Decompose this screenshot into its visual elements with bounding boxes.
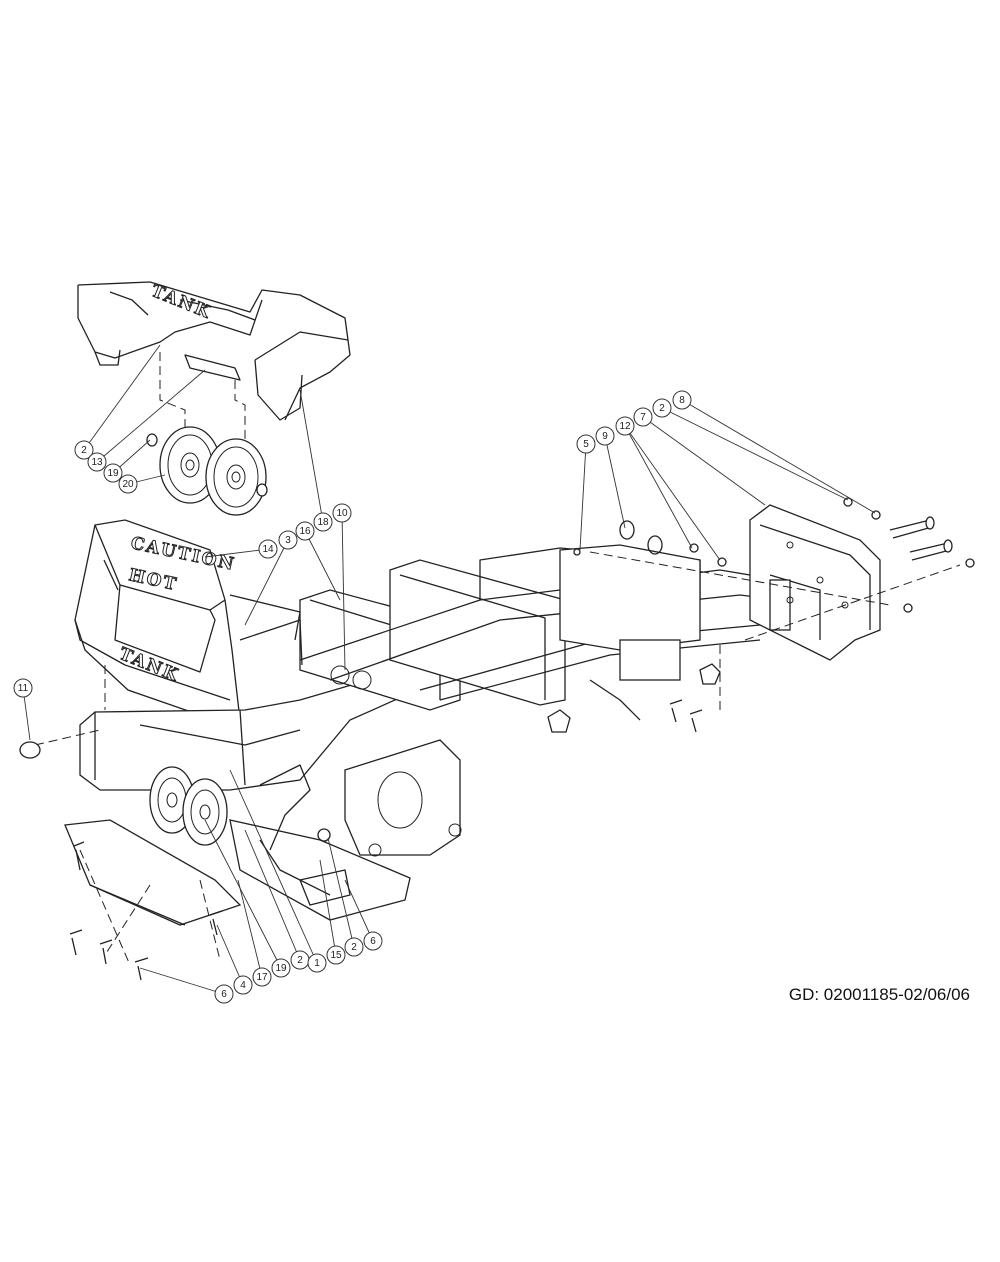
callout-label: 11 [18, 683, 29, 694]
callout-c-5: 5 [576, 434, 596, 454]
callout-label: 6 [370, 936, 376, 947]
callout-label: 17 [256, 972, 268, 983]
callout-label: 15 [330, 950, 342, 961]
callout-label: 16 [299, 526, 311, 537]
callout-c-14: 14 [258, 539, 278, 559]
callout-label: 14 [262, 544, 274, 555]
callout-label: 20 [122, 479, 134, 490]
callout-c-2-lower-right: 2 [344, 937, 364, 957]
callout-c-7: 7 [633, 407, 653, 427]
callout-c-12: 12 [615, 416, 635, 436]
callout-c-4: 4 [233, 975, 253, 995]
callout-label: 4 [240, 980, 246, 991]
callout-label: 10 [336, 508, 348, 519]
bolts [19, 699, 703, 981]
callout-label: 2 [659, 403, 665, 414]
callout-c-6-bottom: 6 [214, 984, 234, 1004]
callout-label: 2 [81, 445, 87, 456]
callout-c-16: 16 [295, 521, 315, 541]
callout-c-13: 13 [87, 452, 107, 472]
callout-label: 5 [583, 439, 589, 450]
callout-label: 2 [297, 955, 303, 966]
callout-label: 3 [285, 535, 291, 546]
callout-c-11: 11 [13, 678, 33, 698]
leader-lines [22, 344, 876, 995]
callout-c-17: 17 [252, 967, 272, 987]
callout-c-2-bottom: 2 [290, 950, 310, 970]
callout-c-9: 9 [595, 426, 615, 446]
idler-pulley-right [205, 438, 267, 516]
callout-label: 8 [679, 395, 685, 406]
callout-c-3: 3 [278, 530, 298, 550]
drawing-number: GD: 02001185-02/06/06 [788, 985, 970, 1004]
lower-pulley-assembly [64, 764, 411, 926]
callout-label: 19 [275, 963, 287, 974]
callout-label: 1 [314, 958, 320, 969]
callout-c-15: 15 [326, 945, 346, 965]
callout-label: 13 [91, 457, 103, 468]
callout-c-18: 18 [313, 512, 333, 532]
callout-label: 12 [619, 421, 631, 432]
callout-c-10: 10 [332, 503, 352, 523]
callout-label: 6 [221, 989, 227, 1000]
hitch-pins [843, 497, 975, 613]
callout-label: 2 [351, 942, 357, 953]
callout-label: 19 [107, 468, 119, 479]
main-frame [79, 544, 781, 857]
callout-label: 7 [640, 412, 646, 423]
callout-label: 18 [317, 517, 329, 528]
tank-stencil-inset: TANK [148, 281, 214, 323]
callout-c-8: 8 [672, 390, 692, 410]
callout-c-19-bottom: 19 [271, 958, 291, 978]
callout-c-2-right: 2 [652, 398, 672, 418]
front-hitch-bracket [749, 504, 881, 661]
callout-c-6-right: 6 [363, 931, 383, 951]
callout-c-2-top: 2 [74, 440, 94, 460]
callout-c-20: 20 [118, 474, 138, 494]
callout-c-19-top: 19 [103, 463, 123, 483]
hot-tank-guard: CAUTION HOT TANK [74, 519, 241, 723]
callout-label: 9 [602, 431, 608, 442]
callout-c-1: 1 [307, 953, 327, 973]
